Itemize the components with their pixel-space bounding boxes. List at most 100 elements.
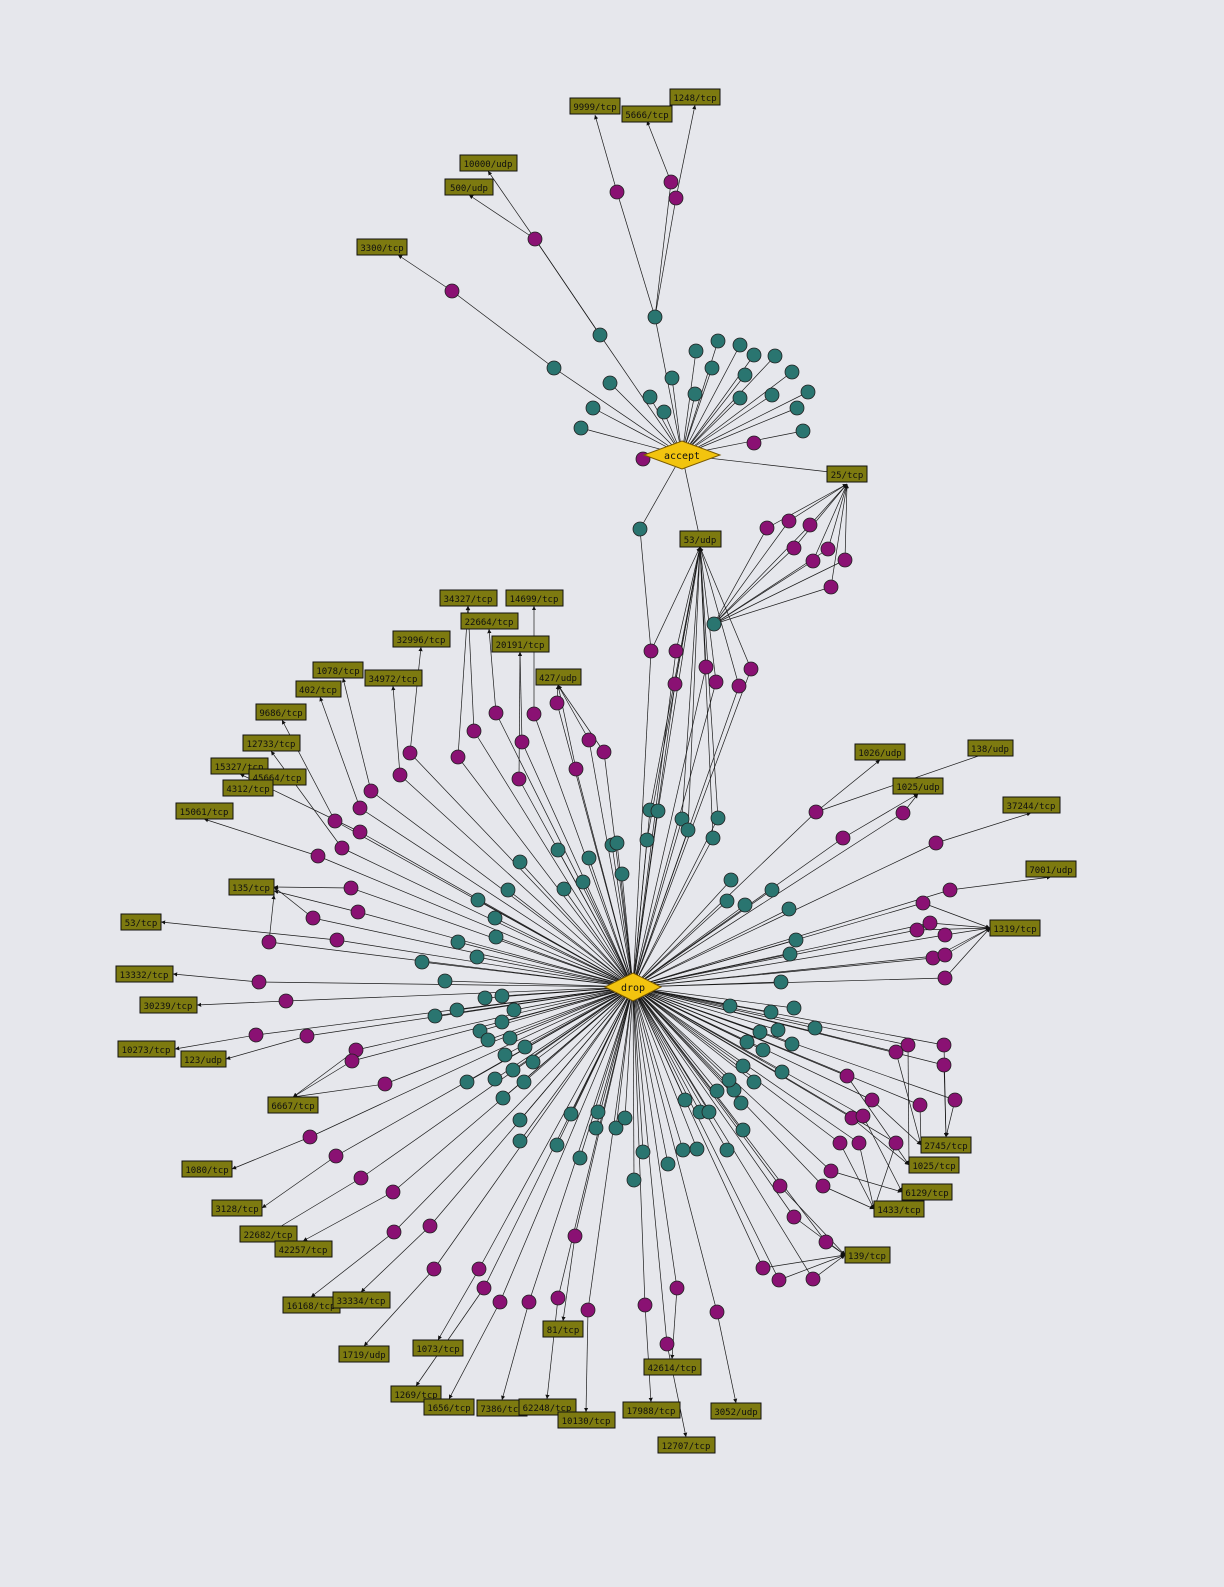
host-node-teal[interactable] [701,1104,717,1120]
host-node-teal[interactable] [737,897,753,913]
host-node-purple[interactable] [947,1092,963,1108]
host-node-teal[interactable] [449,1002,465,1018]
host-node-purple[interactable] [310,848,326,864]
host-node-teal[interactable] [512,854,528,870]
host-node-teal[interactable] [800,384,816,400]
host-node-purple[interactable] [759,520,775,536]
host-node-teal[interactable] [487,910,503,926]
port-1319-tcp[interactable]: 1319/tcp [989,919,1041,937]
host-node-teal[interactable] [632,521,648,537]
port-10000-udp[interactable]: 10000/udp [459,154,518,172]
port-1080-tcp[interactable]: 1080/tcp [181,1160,233,1178]
host-node-teal[interactable] [608,1120,624,1136]
host-node-purple[interactable] [802,517,818,533]
host-node-purple[interactable] [596,744,612,760]
host-node-teal[interactable] [505,1062,521,1078]
host-node-purple[interactable] [511,771,527,787]
port-135-tcp[interactable]: 135/tcp [228,878,275,896]
port-17988-tcp[interactable]: 17988/tcp [622,1401,681,1419]
host-node-teal[interactable] [525,1054,541,1070]
port-34972-tcp[interactable]: 34972/tcp [364,669,423,687]
host-node-purple[interactable] [422,1218,438,1234]
host-node-teal[interactable] [512,1133,528,1149]
host-node-teal[interactable] [592,327,608,343]
host-node-teal[interactable] [764,387,780,403]
host-node-purple[interactable] [786,540,802,556]
port-500-udp[interactable]: 500/udp [444,178,494,196]
port-10273-tcp[interactable]: 10273/tcp [117,1040,176,1058]
host-node-purple[interactable] [386,1224,402,1240]
host-node-purple[interactable] [888,1044,904,1060]
host-node-purple[interactable] [663,174,679,190]
port-62248-tcp[interactable]: 62248/tcp [518,1398,577,1416]
host-node-purple[interactable] [928,835,944,851]
port-1025-udp[interactable]: 1025/udp [892,777,944,795]
port-1248-tcp[interactable]: 1248/tcp [669,88,721,106]
host-node-purple[interactable] [444,283,460,299]
host-node-teal[interactable] [639,832,655,848]
host-node-teal[interactable] [502,1030,518,1046]
host-node-purple[interactable] [667,676,683,692]
port-12707-tcp[interactable]: 12707/tcp [657,1436,716,1454]
host-node-purple[interactable] [731,678,747,694]
host-node-teal[interactable] [767,348,783,364]
host-node-teal[interactable] [497,1047,513,1063]
host-node-purple[interactable] [823,1163,839,1179]
host-node-purple[interactable] [823,579,839,595]
host-node-teal[interactable] [506,1002,522,1018]
host-node-purple[interactable] [900,1037,916,1053]
host-node-teal[interactable] [680,822,696,838]
host-node-purple[interactable] [377,1076,393,1092]
host-node-purple[interactable] [278,993,294,1009]
host-node-purple[interactable] [251,974,267,990]
host-node-purple[interactable] [805,1271,821,1287]
host-node-purple[interactable] [567,1228,583,1244]
host-node-purple[interactable] [668,643,684,659]
port-37244-tcp[interactable]: 37244/tcp [1002,796,1061,814]
port-1073-tcp[interactable]: 1073/tcp [412,1339,464,1357]
port-9999-tcp[interactable]: 9999/tcp [569,97,621,115]
port-123-udp[interactable]: 123/udp [180,1050,227,1068]
port-139-tcp[interactable]: 139/tcp [844,1246,891,1264]
host-node-teal[interactable] [782,946,798,962]
host-node-teal[interactable] [746,347,762,363]
port-15061-tcp[interactable]: 15061/tcp [175,802,234,820]
host-node-teal[interactable] [733,1095,749,1111]
host-node-teal[interactable] [789,400,805,416]
host-node-teal[interactable] [614,866,630,882]
host-node-purple[interactable] [402,745,418,761]
port-7001-udp[interactable]: 7001/udp [1025,860,1077,878]
host-node-teal[interactable] [480,1032,496,1048]
host-node-teal[interactable] [635,1144,651,1160]
host-node-purple[interactable] [352,800,368,816]
host-node-purple[interactable] [698,659,714,675]
host-node-teal[interactable] [650,803,666,819]
port-427-udp[interactable]: 427/udp [535,668,582,686]
host-node-teal[interactable] [807,1020,823,1036]
host-node-teal[interactable] [585,400,601,416]
host-node-purple[interactable] [329,932,345,948]
host-node-purple[interactable] [708,674,724,690]
port-6129-tcp[interactable]: 6129/tcp [901,1183,953,1201]
host-node-purple[interactable] [328,1148,344,1164]
host-node-purple[interactable] [805,553,821,569]
host-node-purple[interactable] [466,723,482,739]
host-node-purple[interactable] [909,922,925,938]
port-1269-tcp[interactable]: 1269/tcp [390,1385,442,1403]
host-node-teal[interactable] [710,333,726,349]
host-node-purple[interactable] [832,1135,848,1151]
port-30239-tcp[interactable]: 30239/tcp [139,996,198,1014]
host-node-purple[interactable] [302,1129,318,1145]
host-node-teal[interactable] [770,1022,786,1038]
host-node-purple[interactable] [835,830,851,846]
host-node-teal[interactable] [737,367,753,383]
host-node-purple[interactable] [514,734,530,750]
host-node-teal[interactable] [784,364,800,380]
host-node-teal[interactable] [788,932,804,948]
host-node-teal[interactable] [488,929,504,945]
port-1078-tcp[interactable]: 1078/tcp [312,661,364,679]
host-node-teal[interactable] [763,1004,779,1020]
host-node-purple[interactable] [839,1068,855,1084]
host-node-teal[interactable] [450,934,466,950]
host-node-purple[interactable] [851,1135,867,1151]
